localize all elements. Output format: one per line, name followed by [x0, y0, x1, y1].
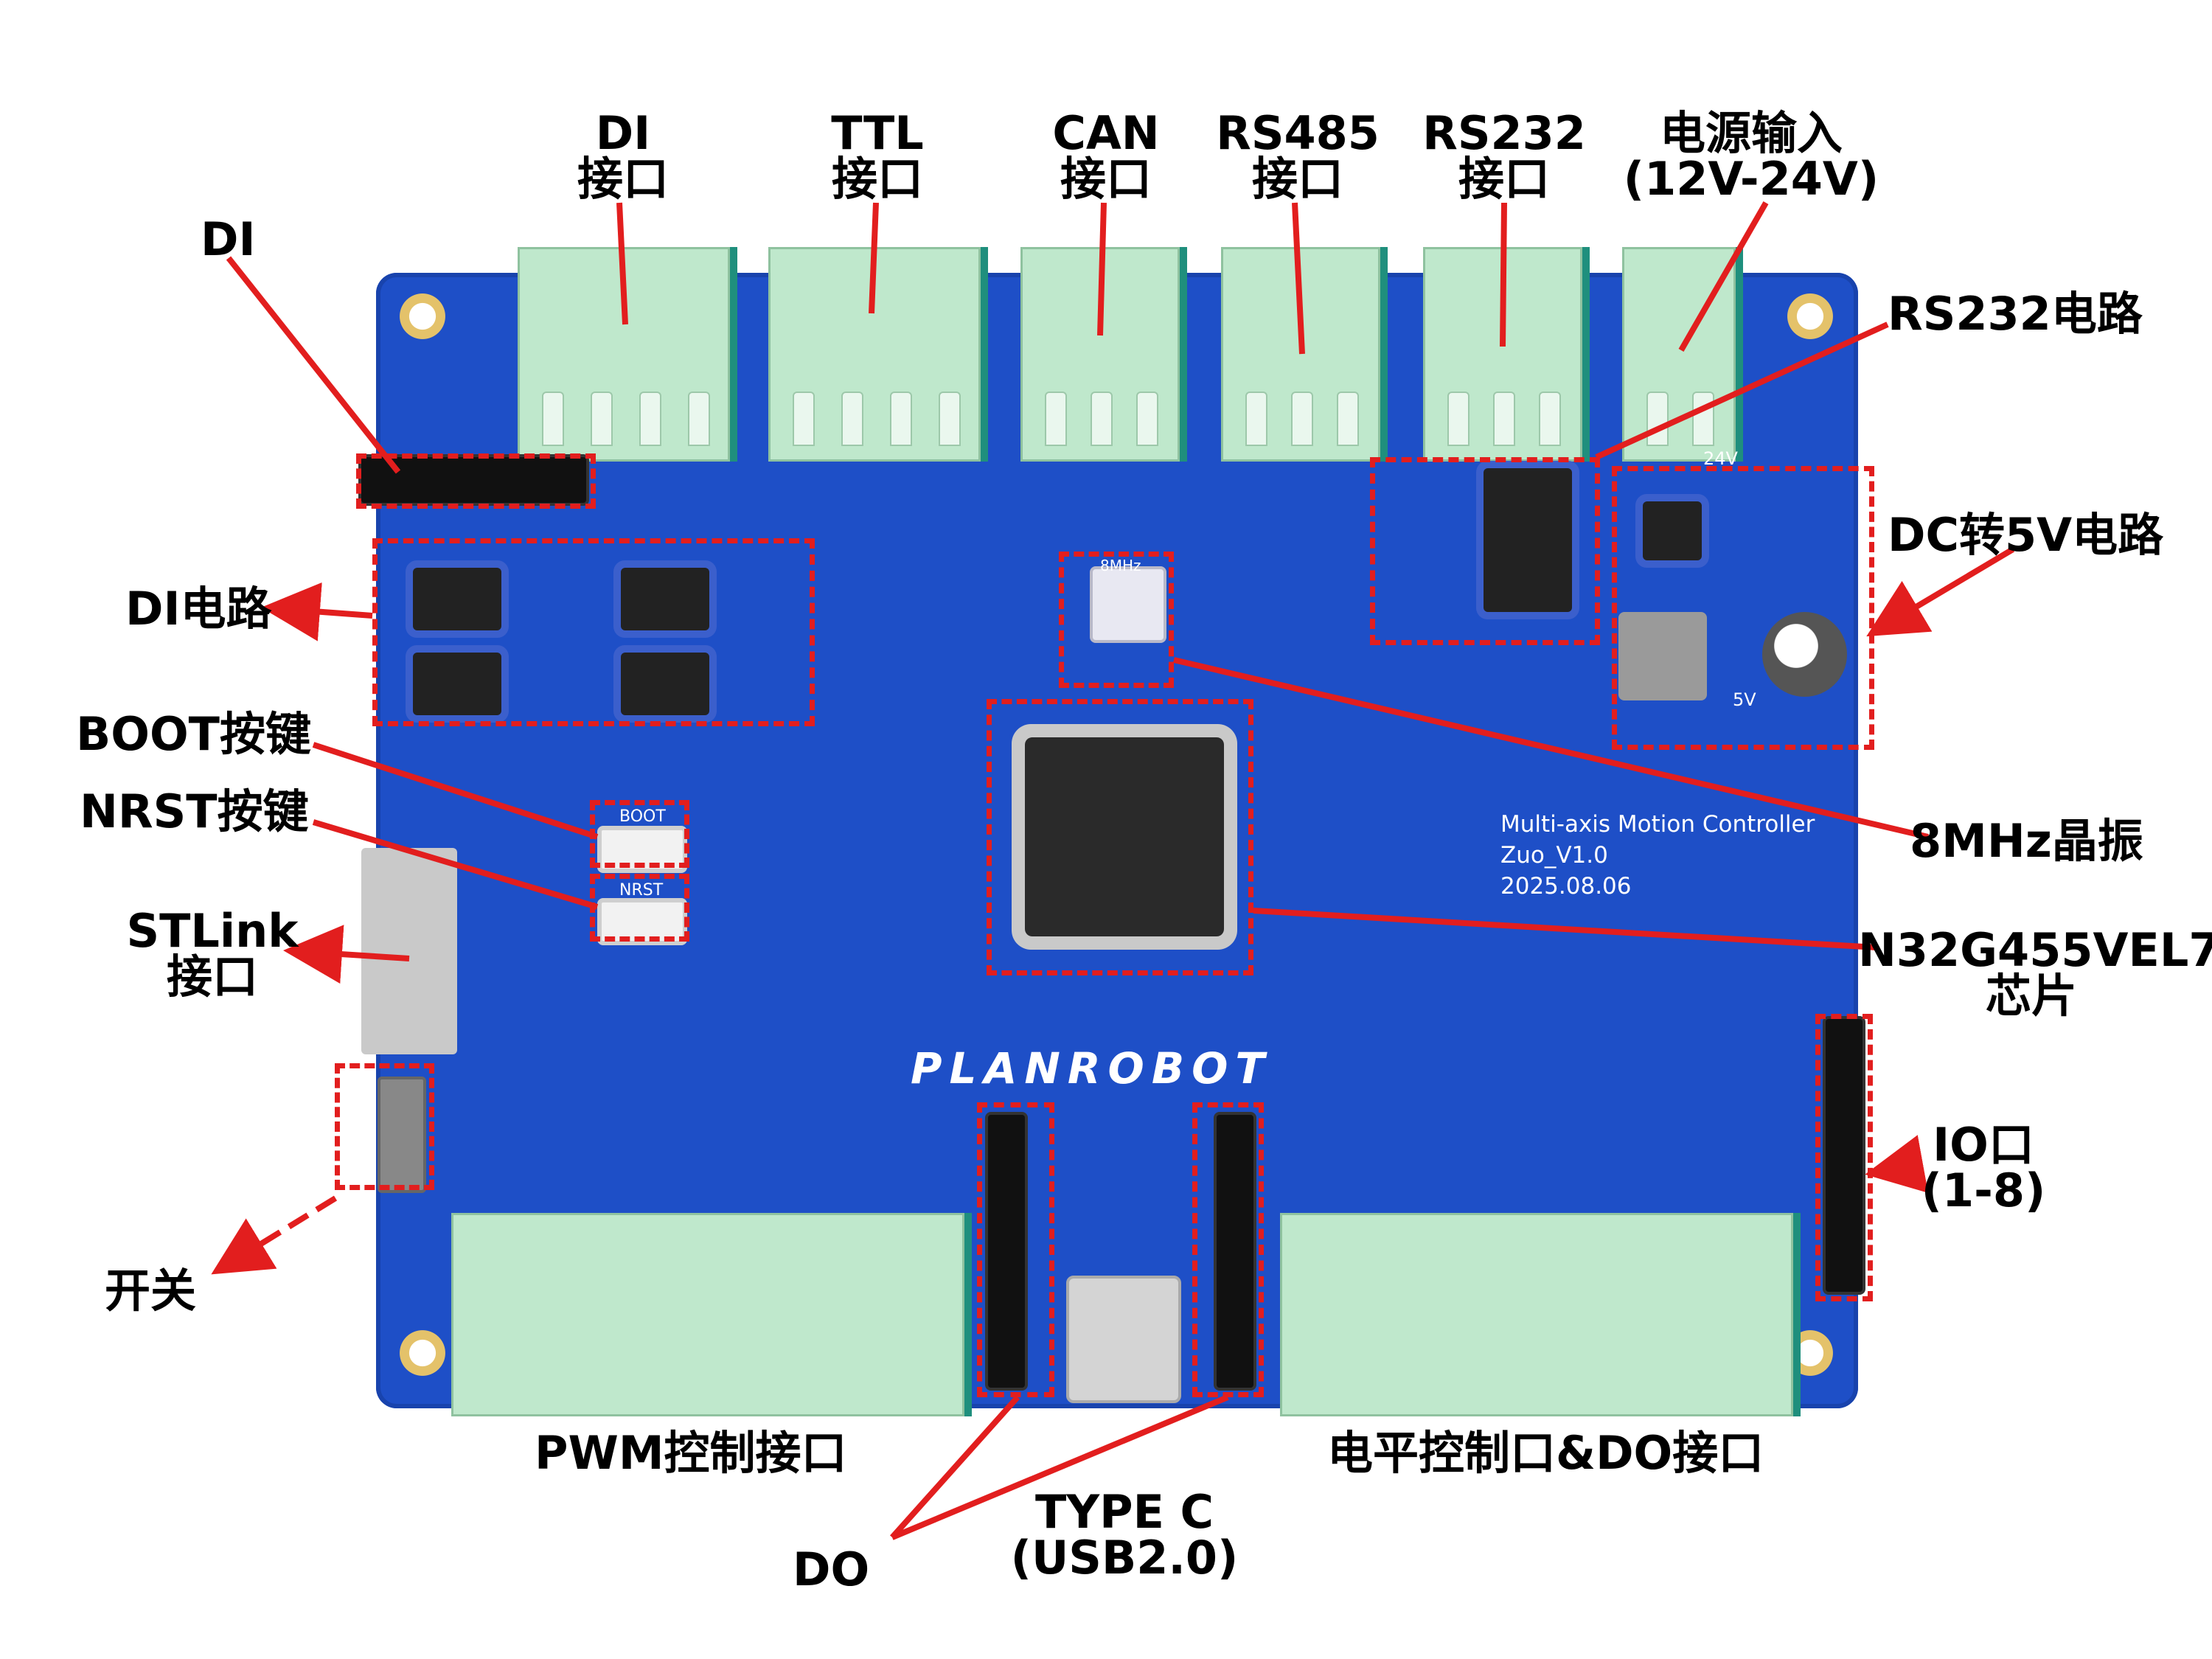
- di-header-box: [356, 453, 596, 509]
- switch-box: [335, 1063, 434, 1190]
- label-switch: 开关: [105, 1264, 197, 1318]
- label-di-left: DI: [201, 212, 256, 266]
- label-power-input: 电源输入(12V-24V): [1623, 106, 1879, 206]
- pwm-terminal-block: [451, 1213, 964, 1416]
- stlink-connector: [361, 848, 457, 1054]
- do-right-box: [1192, 1102, 1264, 1397]
- di-pin-header: [361, 457, 586, 503]
- io-pin-header: [1826, 1019, 1863, 1292]
- di-optocoupler-chip: [413, 653, 501, 715]
- mount-hole-top-right: [1784, 291, 1836, 342]
- arrow-di-left: [226, 256, 401, 474]
- do-left-box: [977, 1102, 1054, 1397]
- arrow-di-top: [616, 202, 628, 325]
- mount-hole-bottom-left: [397, 1327, 448, 1379]
- do-pin-header-right: [1217, 1115, 1253, 1388]
- arrow-rs232-circuit: [1595, 321, 1889, 460]
- label-nrst-key: NRST按键: [80, 785, 309, 838]
- label-level-do-interface: 电平控制口&DO接口: [1327, 1426, 1764, 1480]
- board-date-text: 2025.08.06: [1500, 873, 1632, 900]
- crystal-box: [1059, 552, 1174, 688]
- di-optocoupler-chip: [621, 653, 709, 715]
- label-crystal: 8MHz晶振: [1910, 814, 2143, 868]
- power-switch[interactable]: [378, 1077, 426, 1193]
- mount-hole-top-left: [397, 291, 448, 342]
- arrow-di-circuit: [261, 582, 373, 641]
- rs232-circuit-box: [1370, 457, 1600, 645]
- arrow-switch: [211, 1195, 338, 1275]
- label-do: DO: [793, 1543, 870, 1596]
- crystal-silkscreen: 8MHz: [1100, 557, 1141, 574]
- label-io-port: IO口(1-8): [1921, 1118, 2046, 1217]
- board-title-text: Multi-axis Motion Controller: [1500, 811, 1815, 838]
- boot-silkscreen: BOOT: [619, 807, 666, 826]
- arrow-ttl: [869, 202, 879, 314]
- di-optocoupler-chip: [621, 568, 709, 630]
- arrow-rs485: [1292, 202, 1305, 355]
- di-circuit-box: [372, 538, 815, 726]
- label-di-circuit: DI电路: [125, 582, 272, 636]
- crystal-component: [1090, 566, 1166, 643]
- level-do-terminal-block: [1280, 1213, 1793, 1416]
- power-inductor: [1618, 612, 1707, 700]
- brand-logo-text: PLANROBOT: [911, 1043, 1272, 1093]
- mcu-chip: [1025, 737, 1224, 936]
- arrow-can: [1097, 202, 1107, 336]
- arrow-mcu: [1253, 908, 1877, 950]
- arrow-do-1: [890, 1395, 1020, 1540]
- arrow-nrst: [312, 819, 599, 910]
- di-optocoupler-chip: [413, 568, 501, 630]
- arrow-rs232: [1500, 202, 1507, 347]
- dc-regulator-chip: [1643, 501, 1702, 560]
- label-rs232-circuit: RS232电路: [1888, 287, 2143, 341]
- label-pwm-interface: PWM控制接口: [535, 1426, 847, 1480]
- label-type-c: TYPE C(USB2.0): [1010, 1485, 1239, 1585]
- electrolytic-capacitor: [1762, 612, 1847, 697]
- do-pin-header-left: [988, 1115, 1025, 1388]
- rs232-transceiver-chip: [1484, 468, 1572, 612]
- board-version-text: Zuo_V1.0: [1500, 842, 1608, 869]
- arrow-stlink: [283, 925, 410, 984]
- arrow-boot: [312, 742, 599, 840]
- mcu-box: [987, 699, 1253, 975]
- arrow-dc5v: [1866, 546, 2015, 637]
- label-boot-key: BOOT按键: [76, 707, 311, 761]
- v24-silkscreen: 24V: [1703, 448, 1738, 469]
- arrow-crystal: [1173, 657, 1929, 840]
- v5-silkscreen: 5V: [1733, 689, 1756, 710]
- usb-type-c-port: [1066, 1276, 1181, 1403]
- arrow-io: [1865, 1135, 1929, 1193]
- arrow-power: [1678, 201, 1769, 352]
- label-dc5v-circuit: DC转5V电路: [1888, 508, 2164, 562]
- arrow-do-2: [891, 1394, 1229, 1540]
- nrst-silkscreen: NRST: [619, 881, 664, 900]
